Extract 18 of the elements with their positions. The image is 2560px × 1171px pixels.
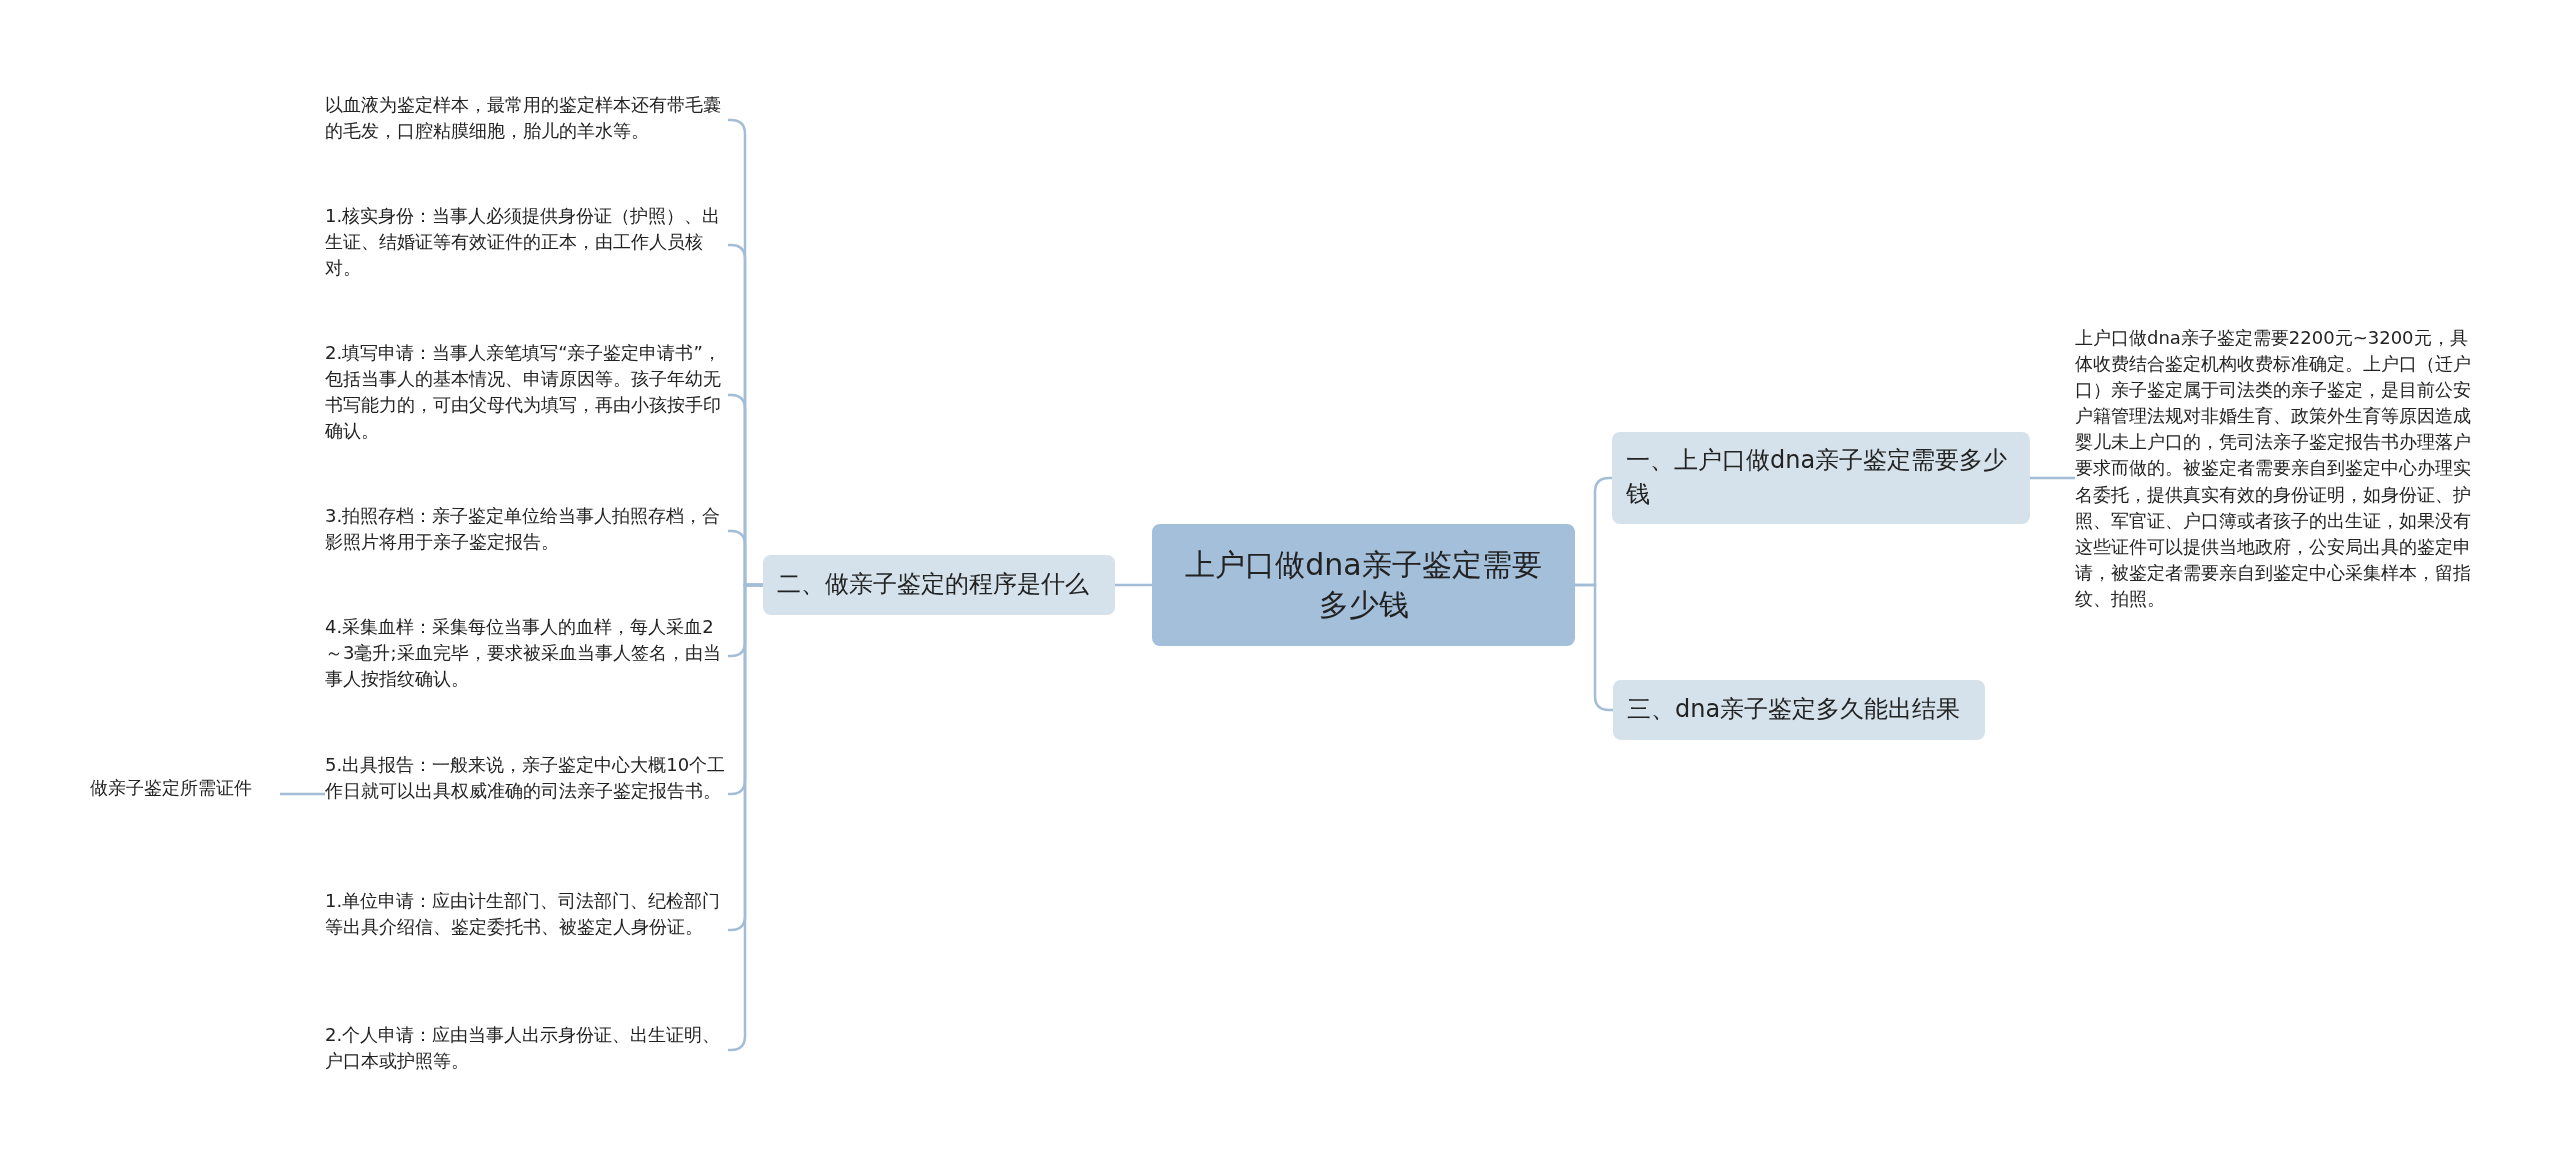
note-text: 2.个人申请：应由当事人出示身份证、出生证明、户口本或护照等。 — [325, 1022, 728, 1078]
note-text: 上户口做dna亲子鉴定需要2200元~3200元，具体收费结合鉴定机构收费标准确定。上户口（迁户口）亲子鉴定属于司法类的亲子鉴定，是目前公安户籍管理法规对非婚生育、政策外生育等原因造成婴儿未上户口的，凭司法亲子鉴定报告书办理落户要求而做的。被鉴定者需要亲自到鉴定中心办理实名委托，提供真实有效的身份证明，如身份证、护照、军官证、户口簿或者孩子的出生证，如果没有这些证件可以提供当地政府，公安局出具的鉴定申请，被鉴定者需要亲自到鉴定中心采集样本，留指纹、拍照。 — [2075, 325, 2475, 630]
note-text: 5.出具报告：一般来说，亲子鉴定中心大概10个工作日就可以出具权威准确的司法亲子鉴定报告书。 — [325, 752, 728, 836]
topic-box: 三、dna亲子鉴定多久能出结果 — [1613, 680, 1985, 740]
connector-line — [280, 792, 325, 796]
note-text: 2.填写申请：当事人亲笔填写“亲子鉴定申请书”，包括当事人的基本情况、申请原因等。孩子年幼无书写能力的，可由父母代为填写，再由小孩按手印确认。 — [325, 340, 728, 450]
central-topic-box: 上户口做dna亲子鉴定需要多少钱 — [1152, 524, 1575, 646]
note-text: 1.单位申请：应由计生部门、司法部门、纪检部门等出具介绍信、鉴定委托书、被鉴定人身份证。 — [325, 888, 728, 972]
connector-line — [2030, 476, 2075, 480]
note-text: 4.采集血样：采集每位当事人的血样，每人采血2～3毫升;采血完毕，要求被采血当事人签名，由当事人按指纹确认。 — [325, 614, 728, 698]
note-text: 以血液为鉴定样本，最常用的鉴定样本还有带毛囊的毛发，口腔粘膜细胞，胎儿的羊水等。 — [325, 92, 728, 148]
topic-box: 二、做亲子鉴定的程序是什么 — [763, 555, 1115, 615]
note-text: 做亲子鉴定所需证件 — [90, 775, 280, 805]
topic-box: 一、上户口做dna亲子鉴定需要多少钱 — [1612, 432, 2030, 524]
note-text: 3.拍照存档：亲子鉴定单位给当事人拍照存档，合影照片将用于亲子鉴定报告。 — [325, 503, 728, 559]
connector-line — [727, 583, 763, 1052]
connector-line — [1115, 583, 1152, 587]
note-text: 1.核实身份：当事人必须提供身份证（护照）、出生证、结婚证等有效证件的正本，由工作人员核对。 — [325, 203, 728, 287]
